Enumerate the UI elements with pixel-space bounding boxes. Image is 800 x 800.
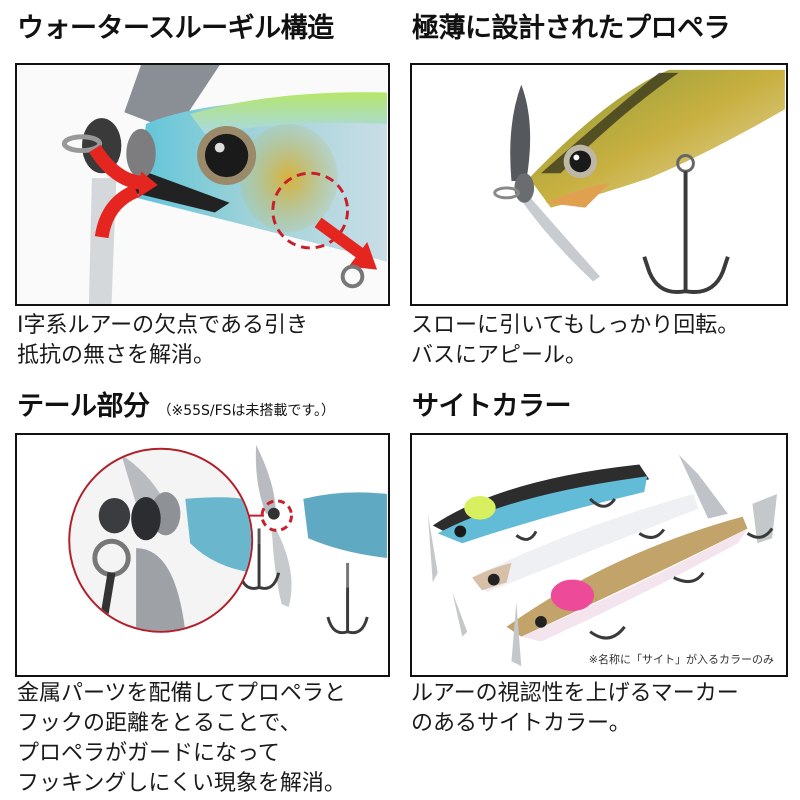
description-line: プロペラがガードになって [17, 741, 280, 766]
heading-text: サイトカラー [412, 391, 572, 422]
description-sight-color: ルアーの視認性を上げるマーカー のあるサイトカラー。 [411, 679, 739, 739]
description-line: のあるサイトカラー。 [411, 711, 631, 736]
heading-water-bluegill-structure: ウォータースルーギル構造 [17, 13, 334, 45]
heading-text: テール部分 [17, 391, 150, 422]
image-tail-part [15, 433, 390, 677]
lure-head-closeup-illustration [18, 65, 387, 304]
description-line: フックの距離をとることで、 [17, 711, 302, 736]
description-ultra-thin-propeller: スローに引いてもしっかり回転。 バスにアピール。 [411, 311, 739, 371]
heading-text: 極薄に設計されたプロペラ [412, 13, 731, 44]
description-line: 金属パーツを配備してプロペラと [17, 681, 346, 706]
description-line: フッキングしにくい現象を解消。 [17, 771, 346, 796]
description-line: ルアーの視認性を上げるマーカー [411, 681, 739, 706]
heading-tail-part: テール部分 （※55S/FSは未搭載です。） [17, 391, 335, 427]
image-water-bluegill-structure [15, 63, 390, 306]
heading-sight-color: サイトカラー [412, 391, 572, 423]
image-ultra-thin-propeller [410, 63, 788, 306]
description-tail-part: 金属パーツを配備してプロペラと フックの距離をとることで、 プロペラがガードにな… [17, 679, 346, 799]
description-line: 抵抗の無さを解消。 [17, 343, 216, 368]
heading-ultra-thin-propeller: 極薄に設計されたプロペラ [412, 13, 731, 45]
description-line: I字系ルアーの欠点である引き [17, 313, 308, 338]
lure-propeller-hook-illustration [413, 65, 785, 304]
sight-color-caption: ※名称に「サイト」が入るカラーのみ [588, 653, 774, 666]
heading-text: ウォータースルーギル構造 [17, 13, 334, 44]
heading-note: （※55S/FSは未搭載です。） [157, 403, 335, 419]
tail-propeller-zoom-illustration [18, 435, 387, 675]
description-line: バスにアピール。 [411, 343, 588, 368]
description-line: スローに引いてもしっかり回転。 [411, 313, 740, 338]
image-sight-color: ※名称に「サイト」が入るカラーのみ [410, 433, 788, 677]
description-water-bluegill-structure: I字系ルアーの欠点である引き 抵抗の無さを解消。 [17, 311, 308, 371]
three-sight-color-lures-illustration [413, 435, 785, 675]
